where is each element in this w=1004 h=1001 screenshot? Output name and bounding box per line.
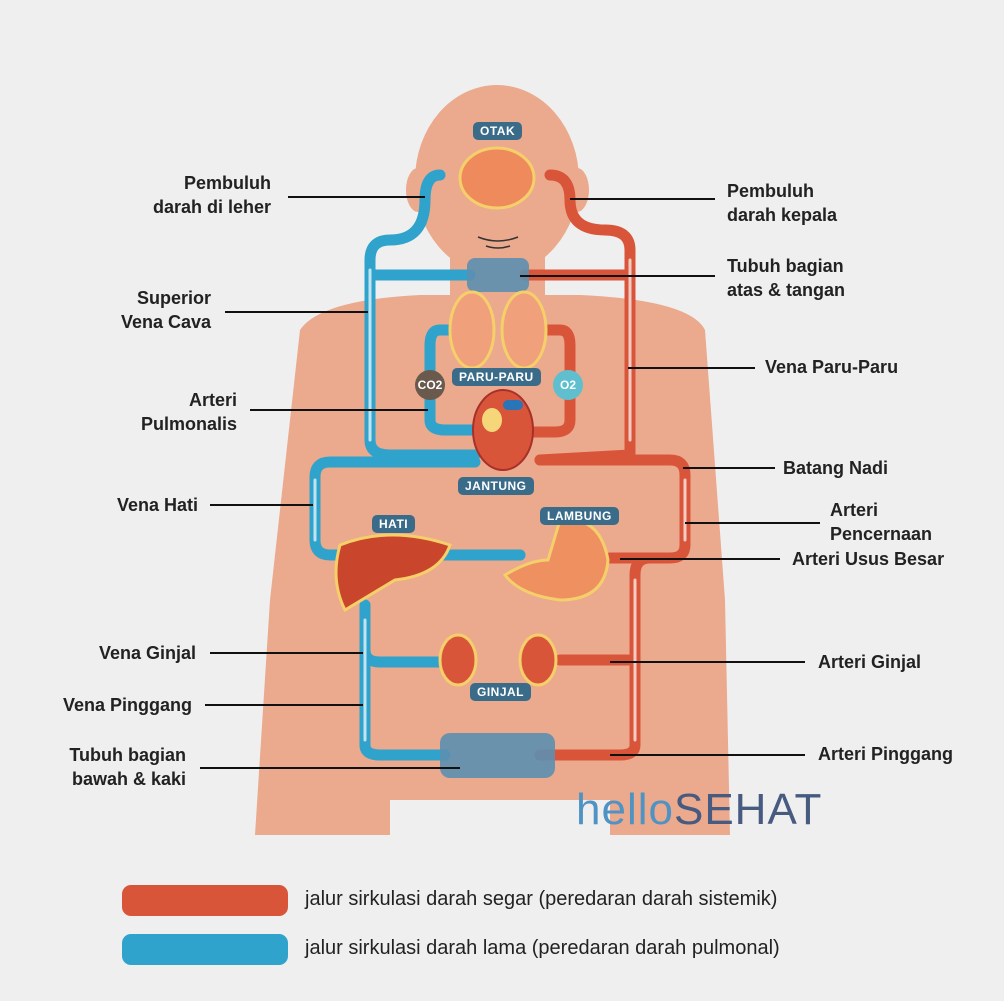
lower-body-capillary xyxy=(440,733,555,778)
label-digestive-artery: Arteri Pencernaan xyxy=(830,500,933,544)
co2-badge: CO2 xyxy=(415,370,445,400)
kidney-tag: GINJAL xyxy=(470,683,532,701)
label-upper-body: Tubuh bagian atas & tangan xyxy=(727,256,846,300)
liver-icon xyxy=(334,533,452,613)
label-colon-artery: Arteri Usus Besar xyxy=(792,549,945,569)
legend-blue-text: jalur sirkulasi darah lama (peredaran da… xyxy=(305,937,780,959)
stomach-tag: LAMBUNG xyxy=(540,507,619,525)
mouth-icon xyxy=(477,236,519,249)
kidney-icon xyxy=(438,633,558,687)
label-lumbar-artery: Arteri Pinggang xyxy=(818,744,954,764)
label-neck-vessel: Pembuluh darah di leher xyxy=(152,173,271,217)
o2-badge: O2 xyxy=(553,370,583,400)
label-renal-vein: Vena Ginjal xyxy=(98,643,196,663)
leader-lines xyxy=(200,196,820,769)
heart-tag: JANTUNG xyxy=(458,477,534,495)
label-hepatic-vein: Vena Hati xyxy=(116,495,198,515)
brain-tag: OTAK xyxy=(473,122,523,140)
label-aorta: Batang Nadi xyxy=(783,458,889,478)
upper-body-capillary xyxy=(467,258,529,292)
legend-red-text: jalur sirkulasi darah segar (peredaran d… xyxy=(305,888,778,910)
label-renal-artery: Arteri Ginjal xyxy=(818,652,922,672)
heart-icon xyxy=(472,389,534,471)
label-lower-body: Tubuh bagian bawah & kaki xyxy=(69,745,186,789)
hellosehat-logo: helloSEHAT xyxy=(576,785,822,835)
label-head-vessel: Pembuluh darah kepala xyxy=(727,181,838,225)
stomach-icon xyxy=(502,518,610,602)
brain-icon xyxy=(458,146,536,210)
logo-hello: hello xyxy=(576,785,674,834)
logo-sehat: SEHAT xyxy=(673,785,823,834)
label-superior-vena-cava: Superior Vena Cava xyxy=(120,288,211,332)
label-pulmonary-artery: Arteri Pulmonalis xyxy=(140,390,237,434)
flow-stripes xyxy=(313,258,687,742)
liver-tag: HATI xyxy=(372,515,416,533)
label-pulmonary-vein: Vena Paru-Paru xyxy=(765,357,899,377)
legend-blue-swatch xyxy=(122,934,288,965)
label-lumbar-vein: Vena Pinggang xyxy=(62,695,192,715)
lungs-tag: PARU-PARU xyxy=(452,368,541,386)
legend-red-swatch xyxy=(122,885,288,916)
